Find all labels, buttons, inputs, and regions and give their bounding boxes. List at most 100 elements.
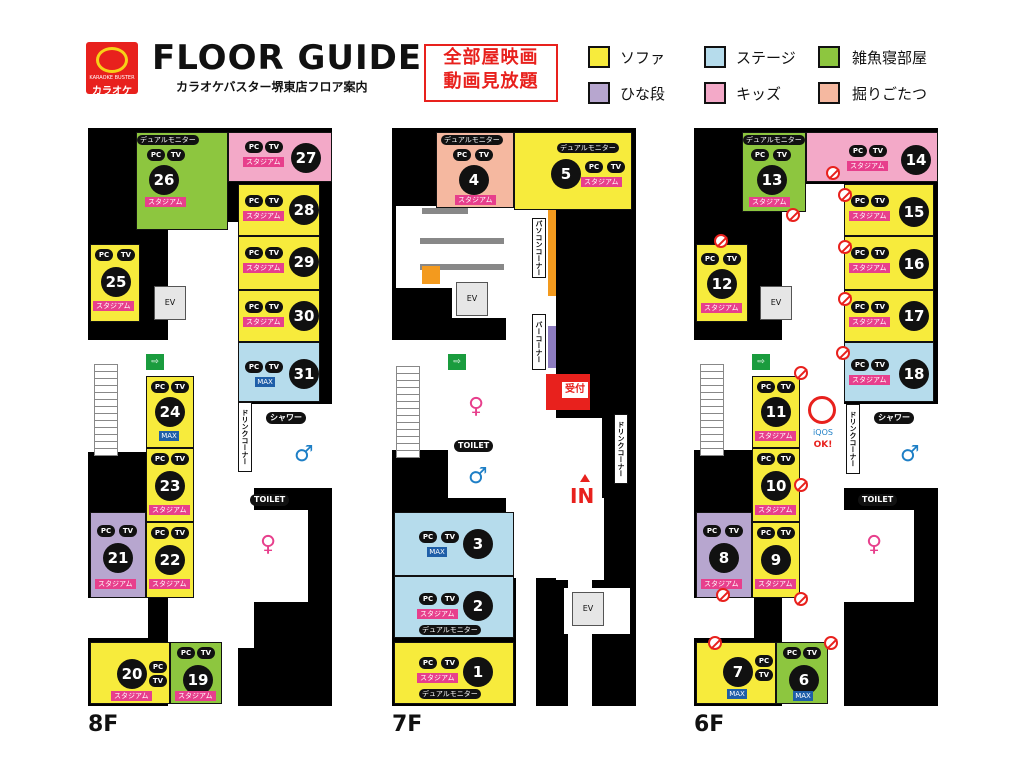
room-5[interactable]: デュアルモニター 5 PC TV スタジアム	[514, 132, 632, 210]
tv-icon: TV	[475, 149, 493, 161]
room-20[interactable]: 20 PC TV スタジアム	[90, 642, 170, 704]
room-6[interactable]: PC TV 6 MAX	[776, 642, 828, 704]
room-12[interactable]: PC TV 12 スタジアム	[696, 244, 748, 322]
room-17[interactable]: PC TV スタジアム 17	[844, 290, 934, 342]
room-14[interactable]: PC TV スタジアム 14	[806, 132, 938, 182]
room-23[interactable]: PC TV 23 スタジアム	[146, 448, 194, 522]
no-smoking-icon	[716, 588, 730, 602]
iqos-ok-label: OK!	[813, 440, 833, 450]
room-number: 11	[761, 397, 791, 427]
corridor	[88, 598, 148, 638]
legend-swatch-zako	[818, 46, 840, 68]
room-9[interactable]: PC TV 9 スタジアム	[752, 522, 800, 598]
dual-monitor-tag: デュアルモニター	[743, 135, 805, 145]
room-2[interactable]: PC TV スタジアム 2 デュアルモニター	[394, 576, 514, 638]
room-8[interactable]: PC TV 8 スタジアム	[696, 512, 752, 598]
stadium-tag: スタジアム	[849, 317, 890, 327]
pc-icon: PC	[757, 381, 775, 393]
room-7[interactable]: 7 PC TV MAX	[696, 642, 776, 704]
room-number: 9	[761, 545, 791, 575]
stadium-tag: スタジアム	[417, 609, 458, 619]
room-29[interactable]: PC TV スタジアム 29	[238, 236, 320, 290]
pc-icon: PC	[245, 361, 263, 373]
pc-icon: PC	[757, 527, 775, 539]
pc-icon: PC	[851, 247, 869, 259]
room-16[interactable]: PC TV スタジアム 16	[844, 236, 934, 290]
room-18[interactable]: PC TV スタジアム 18	[844, 342, 934, 402]
room-number: 26	[149, 165, 179, 195]
promo-line-1: 全部屋映画	[443, 47, 539, 68]
stadium-tag: スタジアム	[145, 197, 186, 207]
pc-icon: PC	[701, 253, 719, 265]
legend-label-zako: 雑魚寝部屋	[852, 49, 928, 67]
room-26[interactable]: デュアルモニター PC TV 26 スタジアム	[136, 132, 228, 230]
stadium-tag: スタジアム	[849, 211, 890, 221]
tv-icon: TV	[119, 525, 137, 537]
room-27[interactable]: PC TV スタジアム 27	[228, 132, 332, 182]
stadium-tag: スタジアム	[243, 211, 284, 221]
tv-icon: TV	[171, 527, 189, 539]
pc-desk	[420, 238, 504, 244]
room-3[interactable]: PC TV MAX 3	[394, 512, 514, 576]
pc-icon: PC	[149, 661, 167, 673]
max-tag: MAX	[427, 547, 447, 557]
room-1[interactable]: PC TV スタジアム 1 デュアルモニター	[394, 642, 514, 704]
pc-icon: PC	[245, 141, 263, 153]
room-19[interactable]: PC TV 19 スタジアム	[170, 642, 222, 704]
corridor	[694, 598, 754, 638]
room-28[interactable]: PC TV スタジアム 28	[238, 184, 320, 236]
room-24[interactable]: PC TV 24 MAX	[146, 376, 194, 448]
stadium-tag: スタジアム	[755, 579, 796, 589]
room-number: 2	[463, 591, 493, 621]
pc-icon: PC	[851, 359, 869, 371]
reception-desk[interactable]: 受付	[546, 374, 590, 410]
room-number: 3	[463, 529, 493, 559]
floor-6f-map: デュアルモニター PC TV 13 スタジアム PC TV スタジアム 14 P…	[694, 128, 938, 706]
tv-icon: TV	[149, 675, 167, 687]
elevator: EV	[760, 286, 792, 320]
pc-icon: PC	[177, 647, 195, 659]
pc-icon: PC	[419, 593, 437, 605]
pc-icon: PC	[147, 149, 165, 161]
room-13[interactable]: デュアルモニター PC TV 13 スタジアム	[742, 132, 806, 212]
room-15[interactable]: PC TV スタジアム 15	[844, 184, 934, 236]
room-25[interactable]: PC TV 25 スタジアム	[90, 244, 140, 322]
page-subtitle: カラオケバスター堺東店フロア案内	[176, 80, 368, 94]
tv-icon: TV	[265, 141, 283, 153]
room-number: 29	[289, 247, 319, 277]
room-4[interactable]: デュアルモニター PC TV 4 スタジアム	[436, 132, 514, 208]
room-number: 23	[155, 471, 185, 501]
bar-corner-label: バーコーナー	[532, 314, 546, 370]
max-tag: MAX	[159, 431, 179, 441]
pc-icon: PC	[751, 149, 769, 161]
stadium-tag: スタジアム	[243, 157, 284, 167]
chair	[422, 266, 440, 284]
room-number: 12	[707, 269, 737, 299]
no-smoking-icon	[794, 592, 808, 606]
tv-icon: TV	[777, 527, 795, 539]
room-number: 8	[709, 543, 739, 573]
floor-label-7f: 7F	[392, 712, 423, 737]
room-30[interactable]: PC TV スタジアム 30	[238, 290, 320, 342]
logo-kana-text: カラオケ	[92, 86, 132, 97]
iqos-label: iQOS	[813, 428, 833, 437]
legend-label-hina: ひな段	[620, 85, 666, 103]
room-10[interactable]: PC TV 10 スタジアム	[752, 448, 800, 522]
logo-mark-icon	[96, 47, 128, 73]
pc-icon: PC	[755, 655, 773, 667]
room-number: 4	[459, 165, 489, 195]
room-number: 21	[103, 543, 133, 573]
room-21[interactable]: PC TV 21 スタジアム	[90, 512, 146, 598]
floor-label-8f: 8F	[88, 712, 119, 737]
dual-monitor-tag: デュアルモニター	[137, 135, 199, 145]
room-number: 10	[761, 471, 791, 501]
stadium-tag: スタジアム	[175, 691, 216, 701]
stadium-tag: スタジアム	[149, 505, 190, 515]
room-31[interactable]: PC TV MAX 31	[238, 342, 320, 402]
pc-icon: PC	[245, 247, 263, 259]
room-22[interactable]: PC TV 22 スタジアム	[146, 522, 194, 598]
pc-icon: PC	[151, 381, 169, 393]
room-11[interactable]: PC TV 11 スタジアム	[752, 376, 800, 448]
entrance-arrow-icon	[580, 474, 590, 482]
stadium-tag: スタジアム	[417, 673, 458, 683]
